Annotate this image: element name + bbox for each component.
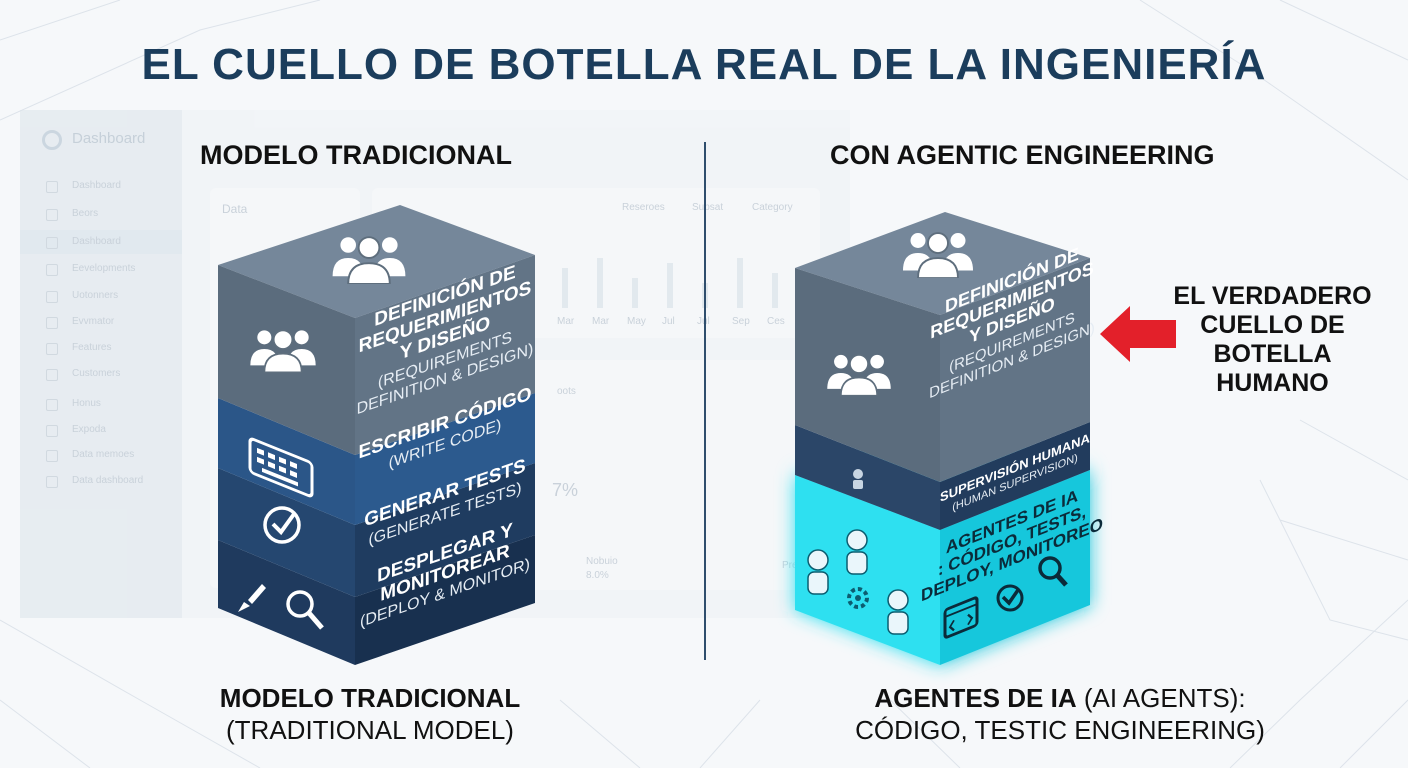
magnifier-icon <box>286 590 324 630</box>
ghost-month: Jul <box>662 316 675 327</box>
callout-line-1: EL VERDADERO <box>1173 282 1372 310</box>
layer-tests <box>218 463 535 597</box>
ghost-logo-icon <box>42 130 62 150</box>
ghost-menu-icon <box>46 317 58 329</box>
ghost-menu-icon <box>46 237 58 249</box>
ghost-brand: Dashboard <box>72 130 146 147</box>
ghost-bar <box>632 278 638 308</box>
left-caption-bold: MODELO TRADICIONAL <box>219 683 521 713</box>
ghost-menu-icon <box>46 209 58 221</box>
callout-line-2: CUELLO DE <box>1200 311 1345 339</box>
ghost-menu-icon <box>46 291 58 303</box>
ghost-menu-item: Data memoes <box>72 449 135 460</box>
check-circle-icon <box>263 506 301 544</box>
ghost-section-label: oots <box>557 386 576 397</box>
ghost-donut-value: 7% <box>552 480 579 500</box>
ghost-menu-item: Beors <box>72 208 99 219</box>
ghost-menu-item: Uotonners <box>72 290 119 301</box>
ghost-bar <box>562 268 568 308</box>
right-heading: CON AGENTIC ENGINEERING <box>830 140 1215 170</box>
ghost-menu-item: Honus <box>72 398 101 409</box>
ghost-menu-icon <box>46 343 58 355</box>
robots-icon <box>807 529 909 635</box>
ghost-legend-value: 8.0% <box>586 570 609 581</box>
layer-supervision <box>795 422 1090 530</box>
ghost-bar <box>597 258 603 308</box>
layer-code <box>218 393 535 525</box>
robot-icon <box>853 469 863 489</box>
ghost-legend-label: Nobuio <box>586 556 618 567</box>
ghost-sidebar-highlight <box>20 230 182 254</box>
left-caption-rest: (TRADITIONAL MODEL) <box>226 715 514 745</box>
left-stack: DEFINICIÓN DE REQUERIMIENTOS Y DISEÑO (R… <box>218 205 535 665</box>
ghost-menu-item: Features <box>72 342 112 353</box>
left-caption: MODELO TRADICIONAL (TRADITIONAL MODEL) <box>170 682 570 746</box>
ghost-extra-label: Pret <box>782 560 801 571</box>
ghost-bar <box>772 273 778 308</box>
center-divider <box>704 142 706 660</box>
rocket-icon <box>238 584 266 612</box>
callout-line-3: BOTELLA <box>1213 340 1332 368</box>
keyboard-icon <box>248 437 314 498</box>
code-window-icon <box>943 596 979 639</box>
ghost-menu-icon <box>46 450 58 462</box>
right-caption: AGENTES DE IA (AI AGENTS): CÓDIGO, TESTI… <box>790 682 1330 746</box>
ghost-menu-icon <box>46 476 58 488</box>
ghost-filter-1: Reseroes <box>622 202 665 213</box>
ghost-month: May <box>627 316 646 327</box>
right-caption-paren: (AI AGENTS): <box>1083 683 1246 713</box>
page-title: EL CUELLO DE BOTELLA REAL DE LA INGENIER… <box>141 40 1267 89</box>
callout-line-4: HUMANO <box>1216 369 1329 397</box>
ghost-filter-3: Category <box>752 202 793 213</box>
ghost-menu-item: Data dashboard <box>72 475 144 486</box>
ghost-menu-item: Dashboard <box>72 180 121 191</box>
right-caption-rest: CÓDIGO, TESTIC ENGINEERING) <box>855 715 1265 745</box>
right-stack: DEFINICIÓN DE REQUERIMIENTOS Y DISEÑO (R… <box>795 212 1103 665</box>
ghost-menu-icon <box>46 425 58 437</box>
ghost-filter-2: Supsat <box>692 202 724 213</box>
check-circle-icon <box>996 584 1024 612</box>
ghost-month: Jul <box>697 316 710 327</box>
right-caption-bold: AGENTES DE IA <box>874 683 1077 713</box>
ghost-bar <box>737 258 743 308</box>
ghost-month: Mar <box>592 316 610 327</box>
magnifier-icon <box>1038 556 1068 587</box>
ghost-month: Mar <box>557 316 575 327</box>
ghost-card-title: Data <box>222 202 248 216</box>
ghost-month: Ces <box>767 316 785 327</box>
ghost-menu-icon <box>46 369 58 381</box>
ghost-menu-icon <box>46 399 58 411</box>
ghost-menu-item: Dashboard <box>72 236 121 247</box>
ghost-menu-item: Expoda <box>72 424 106 435</box>
red-arrow-icon <box>1100 306 1176 362</box>
ghost-sidebar <box>20 110 182 618</box>
gear-icon <box>847 587 869 609</box>
ghost-bar <box>667 263 673 308</box>
ghost-month: Sep <box>732 316 750 327</box>
ghost-menu-icon <box>46 181 58 193</box>
ghost-menu-item: Eevelopments <box>72 263 136 274</box>
left-heading: MODELO TRADICIONAL <box>200 140 512 170</box>
bottleneck-callout: EL VERDADERO CUELLO DE BOTELLA HUMANO <box>1150 282 1395 398</box>
ghost-menu-item: Customers <box>72 368 121 379</box>
ghost-menu-item: Evvmator <box>72 316 115 327</box>
ghost-menu-icon <box>46 264 58 276</box>
